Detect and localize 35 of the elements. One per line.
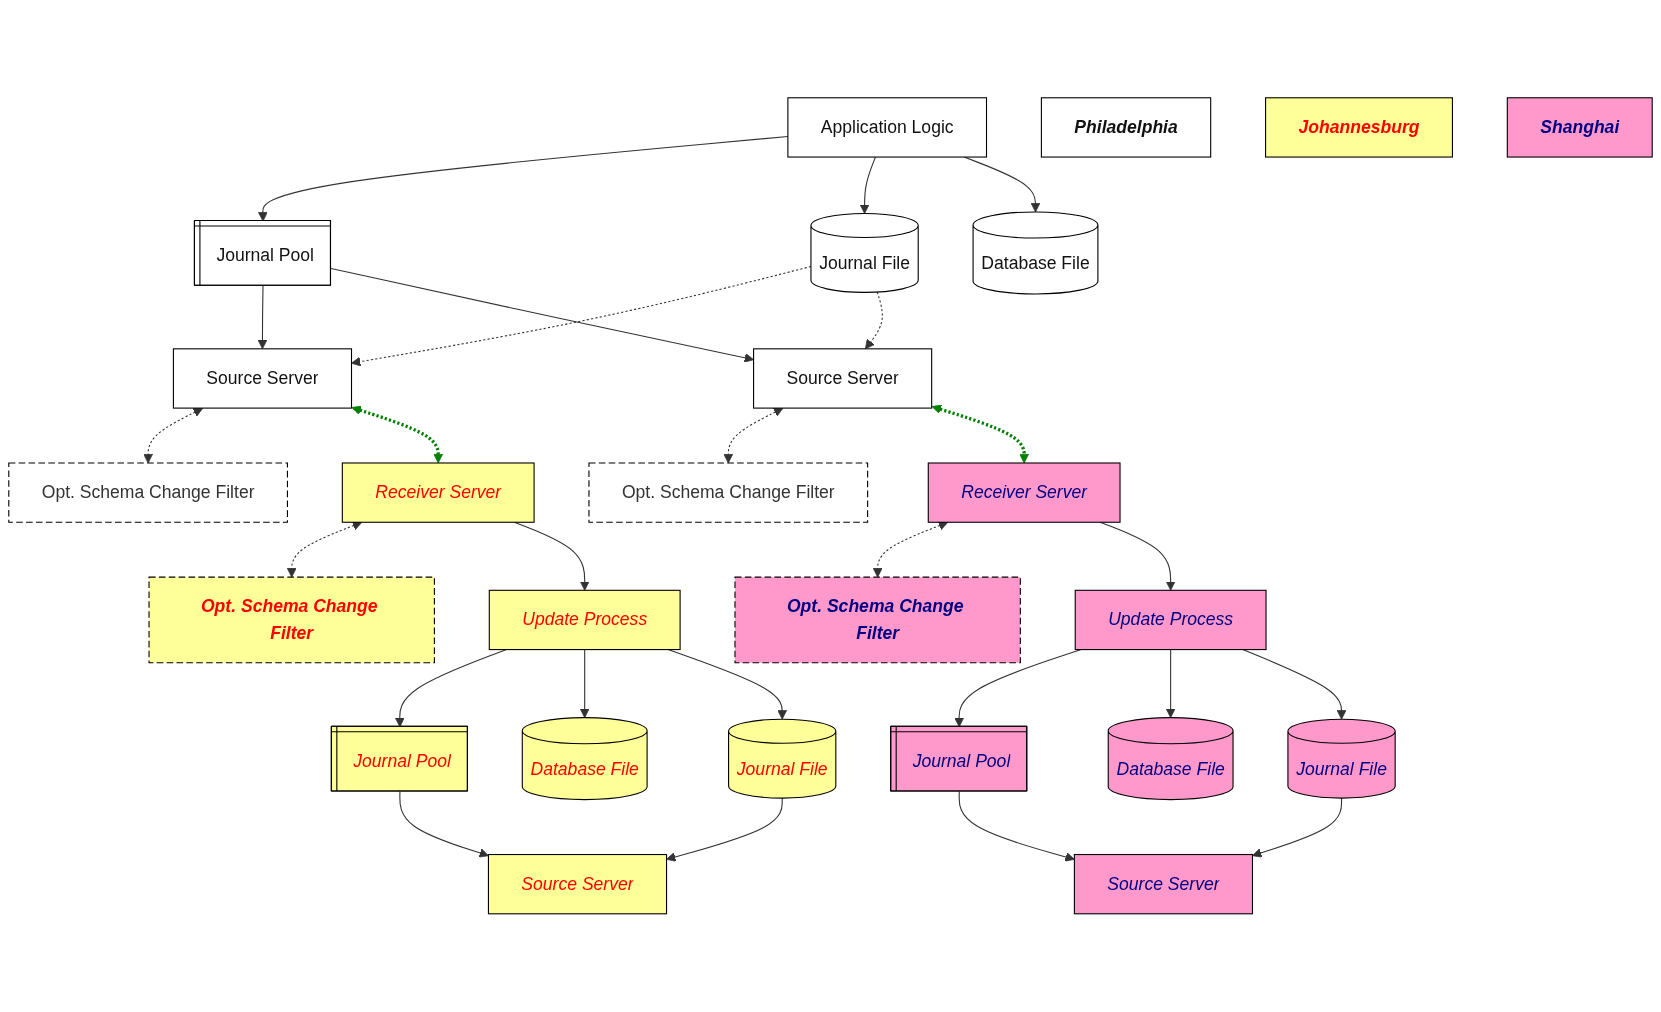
arrow <box>859 156 876 215</box>
arrow <box>1252 797 1343 858</box>
arrow <box>351 266 812 367</box>
node-box: Application Logic <box>787 97 988 158</box>
arrow <box>330 268 754 363</box>
node-box: Opt. Schema Change Filter <box>734 576 1021 664</box>
node-box: Philadelphia <box>1040 97 1212 158</box>
node-box: Shanghai <box>1506 97 1653 158</box>
node-box: Source Server <box>1073 854 1254 915</box>
arrow <box>958 791 1075 862</box>
arrow <box>351 405 444 464</box>
node-box: Opt. Schema Change Filter <box>8 462 288 523</box>
arrow <box>1242 649 1347 720</box>
node-box: Receiver Server <box>927 462 1121 523</box>
node-box: Update Process <box>1074 589 1267 651</box>
arrow <box>666 797 783 862</box>
node-box: Opt. Schema Change Filter <box>148 576 435 664</box>
node-box: Johannesburg <box>1265 97 1453 158</box>
arrow <box>865 291 883 350</box>
arrow <box>931 404 1029 464</box>
node-box: Receiver Server <box>341 462 535 523</box>
arrow <box>286 521 363 578</box>
node-box: Source Server <box>753 348 933 409</box>
node-box: Source Server <box>172 348 353 409</box>
arrow <box>954 649 1082 728</box>
arrow <box>399 791 489 858</box>
node-box: Update Process <box>488 589 681 651</box>
arrow <box>257 285 268 350</box>
arrow <box>579 649 590 719</box>
arrow <box>872 521 949 578</box>
arrow <box>1165 649 1176 719</box>
arrow <box>723 408 784 464</box>
node-box: Source Server <box>487 854 668 915</box>
node-box: Opt. Schema Change Filter <box>588 462 869 523</box>
arrow <box>143 408 204 464</box>
